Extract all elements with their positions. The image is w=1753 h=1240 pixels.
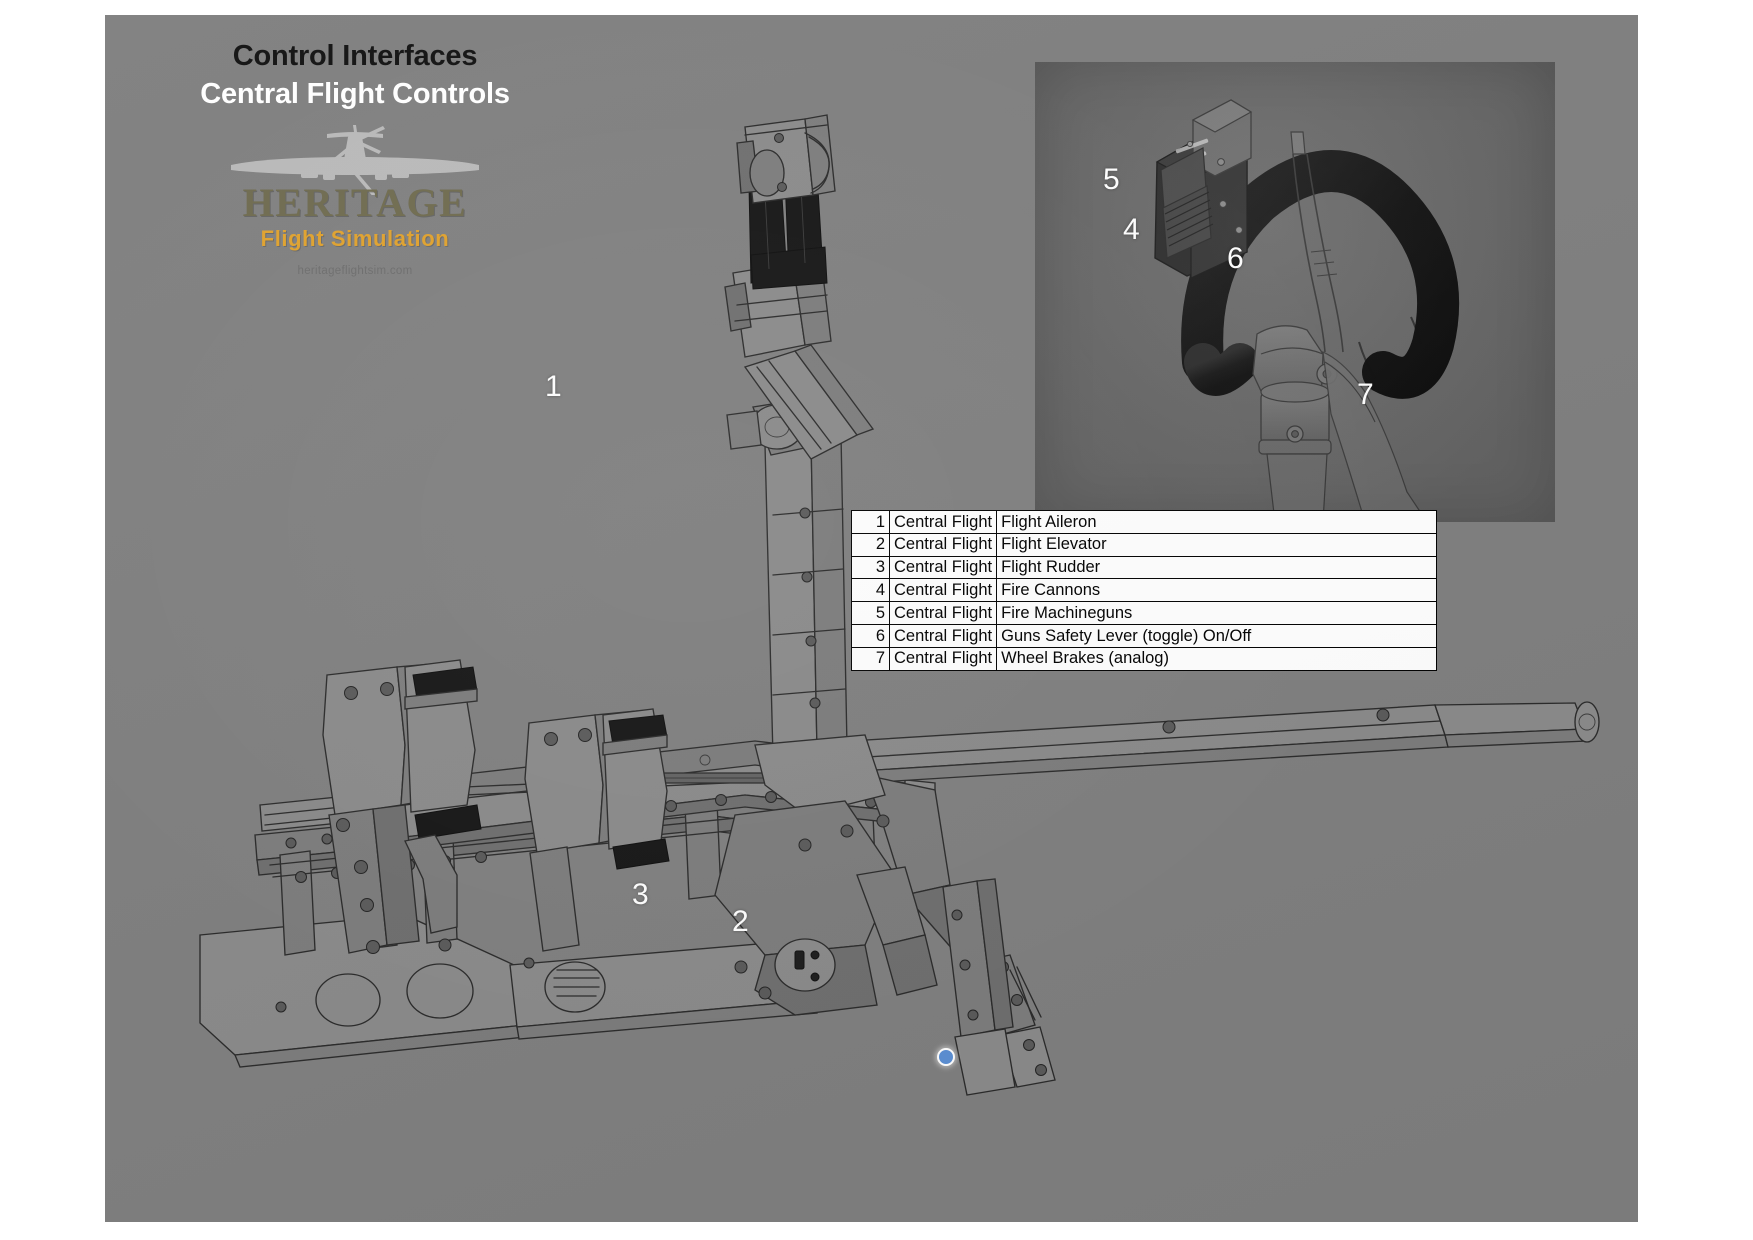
- row-number: 1: [851, 510, 890, 534]
- blue-dot-marker[interactable]: [937, 1048, 955, 1066]
- table-row: 1 Central Flight Flight Aileron: [851, 510, 1438, 534]
- page-title: Control Interfaces: [232, 40, 478, 72]
- inset-callout-4: 4: [1123, 213, 1140, 246]
- row-function: Flight Elevator: [996, 532, 1438, 557]
- aircraft-silhouette-icon: [231, 125, 479, 195]
- row-system: Central Flight: [888, 646, 998, 671]
- spade-grip-render: [1154, 99, 1460, 522]
- right-outrigger: [816, 701, 1600, 1088]
- rudder-pedals: [322, 659, 670, 954]
- callout-2: 2: [732, 905, 749, 938]
- title-block: Control Interfaces Central Flight Contro…: [145, 40, 565, 111]
- slide-canvas: Control Interfaces Central Flight Contro…: [105, 15, 1638, 1222]
- table-row: 2 Central Flight Flight Elevator: [851, 532, 1438, 557]
- row-function: Guns Safety Lever (toggle) On/Off: [996, 623, 1438, 648]
- row-number: 3: [851, 555, 890, 580]
- row-number: 2: [851, 532, 890, 557]
- table-row: 3 Central Flight Flight Rudder: [851, 555, 1438, 580]
- control-functions-table-wrap: 1 Central Flight Flight Aileron 2 Centra…: [851, 510, 1438, 671]
- row-number: 7: [851, 646, 890, 671]
- row-system: Central Flight: [888, 532, 998, 557]
- row-function: Flight Aileron: [996, 510, 1438, 534]
- row-number: 5: [851, 601, 890, 625]
- control-functions-table: 1 Central Flight Flight Aileron 2 Centra…: [851, 510, 1438, 671]
- page-subtitle: Central Flight Controls: [200, 77, 510, 110]
- logo-brand-name: HERITAGE: [242, 180, 468, 225]
- table-row: 7 Central Flight Wheel Brakes (analog): [851, 646, 1438, 671]
- row-function: Fire Cannons: [996, 578, 1438, 603]
- brand-logo: HERITAGE Flight Simulation heritagefligh…: [215, 125, 495, 300]
- row-number: 4: [851, 578, 890, 603]
- row-system: Central Flight: [888, 510, 998, 534]
- row-function: Flight Rudder: [996, 555, 1438, 580]
- table-row: 5 Central Flight Fire Machineguns: [851, 601, 1438, 625]
- inset-callout-5: 5: [1103, 163, 1120, 196]
- control-column: [724, 114, 875, 460]
- rear-upright: [942, 878, 1016, 1096]
- center-rails: [404, 740, 936, 850]
- table-row: 4 Central Flight Fire Cannons: [851, 578, 1438, 603]
- table-row: 6 Central Flight Guns Safety Lever (togg…: [851, 623, 1438, 648]
- row-function: Wheel Brakes (analog): [996, 646, 1438, 671]
- row-system: Central Flight: [888, 555, 998, 580]
- callout-1: 1: [545, 370, 562, 403]
- logo-website-url: heritageflightsim.com: [297, 265, 413, 277]
- row-system: Central Flight: [888, 578, 998, 603]
- row-system: Central Flight: [888, 623, 998, 648]
- inset-callout-7: 7: [1357, 378, 1374, 411]
- inset-callout-6: 6: [1227, 242, 1244, 275]
- row-function: Fire Machineguns: [996, 601, 1438, 625]
- lower-frame: [254, 756, 878, 956]
- spade-grip-detail-panel: 5 4 6 7: [1035, 62, 1555, 522]
- row-number: 6: [851, 623, 890, 648]
- row-system: Central Flight: [888, 601, 998, 625]
- table-body: 1 Central Flight Flight Aileron 2 Centra…: [851, 510, 1438, 671]
- callout-3: 3: [632, 878, 649, 911]
- logo-brand-tagline: Flight Simulation: [260, 226, 450, 251]
